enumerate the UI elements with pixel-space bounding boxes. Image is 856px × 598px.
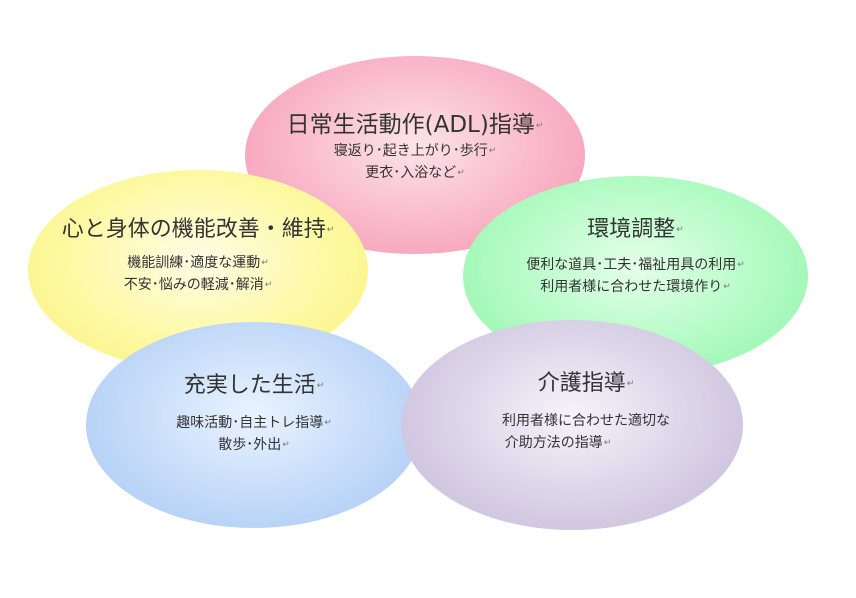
care-guidance-title: 介護指導↵: [537, 371, 635, 396]
paragraph-mark-icon: ↵: [676, 225, 684, 235]
environment-content: 環境調整↵ 便利な道具･工夫･福祉用具の利用↵ 利用者様に合わせた環境作り↵: [463, 216, 808, 298]
paragraph-mark-icon: ↵: [603, 438, 612, 448]
paragraph-mark-icon: ↵: [488, 145, 497, 156]
fulfilling-life-title: 充実した生活↵: [183, 373, 325, 398]
mind-body-content: 心と身体の機能改善・維持↵ 機能訓練･適度な運動↵ 不安･悩みの軽減･解消↵: [28, 216, 368, 296]
care-guidance-content: 介護指導↵ 利用者様に合わせた適切な 介助方法の指導↵: [373, 370, 743, 454]
fulfilling-life-circle: 充実した生活↵ 趣味活動･自主トレ指導↵ 散歩･外出↵: [86, 322, 422, 528]
paragraph-mark-icon: ↵: [282, 440, 290, 450]
care-guidance-circle: 介護指導↵ 利用者様に合わせた適切な 介助方法の指導↵: [401, 320, 743, 530]
adl-line-1: 寝返り･起き上がり･歩行↵: [333, 142, 497, 159]
fulfilling-life-line-2: 散歩･外出↵: [218, 437, 290, 453]
paragraph-mark-icon: ↵: [324, 418, 332, 428]
mind-body-line-2: 不安･悩みの軽減･解消↵: [123, 277, 273, 293]
adl-title: 日常生活動作(ADL)指導↵: [286, 112, 544, 138]
environment-line-2: 利用者様に合わせた環境作り↵: [540, 279, 731, 295]
care-guidance-line-2: 介助方法の指導↵: [504, 435, 612, 451]
paragraph-mark-icon: ↵: [261, 258, 269, 268]
paragraph-mark-icon: ↵: [723, 282, 731, 292]
mind-body-line-1: 機能訓練･適度な運動↵: [127, 255, 269, 271]
paragraph-mark-icon: ↵: [737, 260, 745, 270]
paragraph-mark-icon: ↵: [316, 381, 325, 391]
paragraph-mark-icon: ↵: [264, 280, 273, 290]
environment-line-1: 便利な道具･工夫･福祉用具の利用↵: [526, 257, 745, 273]
adl-line-2: 更衣･入浴など↵: [365, 164, 465, 181]
fulfilling-life-line-1: 趣味活動･自主トレ指導↵: [176, 415, 332, 431]
mind-body-title: 心と身体の機能改善・維持↵: [61, 217, 335, 242]
paragraph-mark-icon: ↵: [326, 225, 335, 235]
paragraph-mark-icon: ↵: [535, 120, 544, 131]
paragraph-mark-icon: ↵: [626, 379, 635, 389]
fulfilling-life-content: 充実した生活↵ 趣味活動･自主トレ指導↵ 散歩･外出↵: [86, 372, 422, 456]
paragraph-mark-icon: ↵: [457, 167, 465, 178]
adl-content: 日常生活動作(ADL)指導↵ 寝返り･起き上がり･歩行↵ 更衣･入浴など↵: [245, 111, 585, 184]
care-guidance-line-1: 利用者様に合わせた適切な: [502, 413, 670, 429]
environment-title: 環境調整↵: [587, 217, 684, 242]
